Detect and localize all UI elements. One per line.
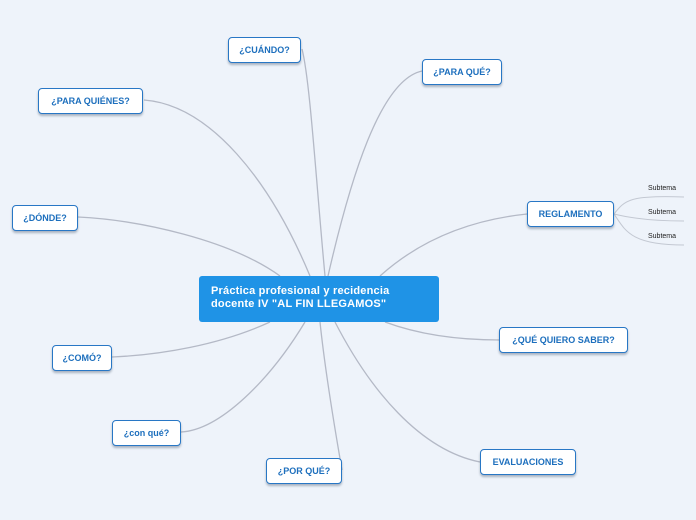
connector-donde [77, 216, 281, 277]
subtopic-3[interactable]: Subtema [648, 233, 677, 240]
connector-subtopic-3 [613, 213, 685, 246]
connector-reglamento [379, 213, 528, 277]
topic-que-quiero-saber[interactable]: ¿QUÉ QUIERO SABER? [499, 327, 628, 353]
subtopic-2[interactable]: Subtema [648, 209, 677, 216]
connector-que-quiero-saber [384, 321, 501, 341]
topic-como[interactable]: ¿COMÓ? [52, 345, 112, 371]
topic-por-que[interactable]: ¿POR QUÉ? [266, 458, 342, 484]
connector-como [111, 321, 271, 358]
topic-cuando[interactable]: ¿CUÁNDO? [228, 37, 301, 63]
topic-donde[interactable]: ¿DÓNDE? [12, 205, 78, 231]
topic-reglamento[interactable]: REGLAMENTO [527, 201, 614, 227]
connector-para-quienes [143, 99, 311, 277]
connector-cuando [301, 48, 326, 277]
subtopic-1[interactable]: Subtema [648, 185, 677, 192]
topic-para-que[interactable]: ¿PARA QUÉ? [422, 59, 502, 85]
topic-evaluaciones[interactable]: EVALUACIONES [480, 449, 576, 475]
topic-con-que[interactable]: ¿con qué? [112, 420, 181, 446]
connector-subtopic-1 [613, 196, 685, 215]
connector-para-que [327, 70, 423, 277]
connector-subtopic-2 [613, 213, 685, 222]
connector-evaluaciones [334, 321, 481, 463]
connector-con-que [180, 321, 306, 433]
central-topic[interactable]: Práctica profesional y recidencia docent… [199, 276, 439, 322]
connector-por-que [319, 321, 343, 471]
topic-para-quienes[interactable]: ¿PARA QUIÉNES? [38, 88, 143, 114]
